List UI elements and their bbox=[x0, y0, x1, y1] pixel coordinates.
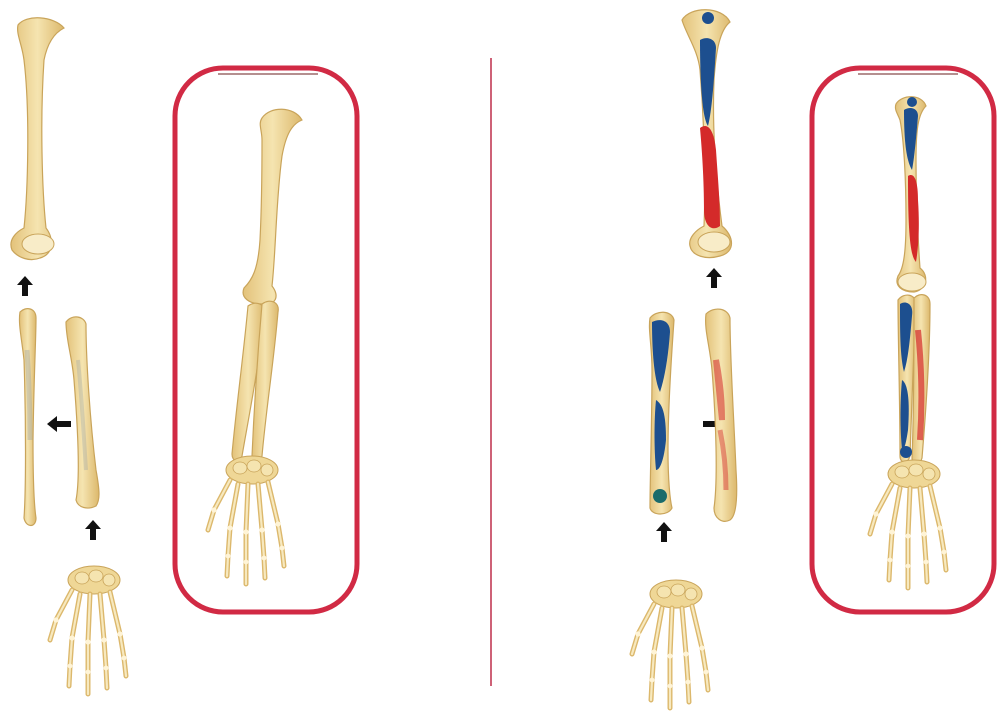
arrow-up-icon bbox=[85, 520, 101, 540]
hand-marked bbox=[632, 580, 708, 708]
humerus bbox=[11, 18, 64, 260]
assembled-arm-marked bbox=[870, 97, 946, 588]
radius bbox=[66, 317, 99, 508]
ulna bbox=[19, 309, 36, 526]
panel-plain-bones bbox=[11, 18, 357, 694]
radius-marked bbox=[706, 309, 737, 521]
arrow-left-icon bbox=[47, 416, 71, 432]
arrow-up-icon bbox=[706, 268, 722, 288]
arrow-up-icon bbox=[656, 522, 672, 542]
assembled-arm bbox=[208, 109, 302, 584]
humerus-marked bbox=[682, 10, 732, 258]
ulna-marked bbox=[649, 312, 674, 514]
arrow-up-icon bbox=[17, 276, 33, 296]
hand bbox=[50, 566, 126, 694]
panel-muscle-marked-bones bbox=[632, 10, 994, 708]
